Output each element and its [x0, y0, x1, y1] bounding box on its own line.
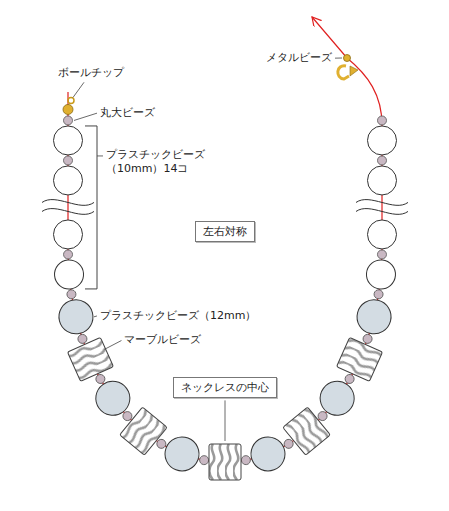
necklace-string — [68, 17, 382, 462]
plastic-bead-10mm — [54, 220, 83, 249]
seed-bead — [77, 333, 88, 344]
plastic-bead-12mm — [160, 432, 204, 476]
leader-line — [225, 400, 226, 441]
plastic-bead-12mm — [246, 432, 290, 476]
part-label: ボールチップ — [58, 66, 124, 80]
bracket — [85, 126, 97, 289]
leader-line — [335, 58, 342, 59]
break-mark — [356, 200, 408, 206]
part-label: 丸大ビーズ — [100, 106, 155, 120]
seed-bead — [377, 250, 386, 259]
marble-bead — [337, 337, 383, 381]
leader-line — [97, 155, 103, 156]
plastic-bead-10mm — [368, 220, 397, 249]
part-label: プラスチックビーズ（12mm） — [100, 309, 256, 323]
break-mark — [42, 200, 94, 206]
seed-bead — [378, 116, 387, 125]
marble-bead — [209, 444, 241, 480]
plastic-bead-10mm — [368, 166, 397, 195]
guide-path — [68, 80, 225, 462]
note-box: 左右対称 — [195, 221, 255, 242]
seed-bead — [63, 250, 72, 259]
plastic-bead-10mm — [54, 166, 83, 195]
plastic-bead-10mm — [368, 126, 397, 155]
seed-bead — [362, 333, 373, 344]
plastic-bead-12mm — [89, 375, 136, 422]
plastic-bead-10mm — [365, 259, 396, 290]
leader-line — [74, 113, 97, 120]
plastic-bead-12mm — [55, 296, 96, 337]
plastic-bead-10mm — [54, 126, 83, 155]
part-label: マーブルビーズ — [124, 333, 201, 347]
leader-line — [73, 82, 84, 97]
plastic-bead-12mm — [353, 296, 394, 337]
leader-lines — [73, 58, 342, 441]
beads — [53, 116, 396, 480]
note-text: ネックレスの中心 — [181, 380, 269, 395]
seed-bead — [64, 156, 73, 165]
break-mark — [42, 209, 94, 215]
break-mark — [356, 209, 408, 215]
plastic-bead-12mm — [313, 375, 360, 422]
seed-bead — [199, 455, 209, 465]
seed-bead — [373, 289, 383, 299]
part-label: プラスチックビーズ （10mm）14コ — [106, 148, 224, 177]
ball-tip — [63, 97, 74, 114]
seed-bead — [64, 116, 73, 125]
part-label: メタルビーズ — [266, 51, 332, 65]
leader-line — [104, 341, 121, 350]
seed-bead — [66, 289, 76, 299]
marble-bead — [68, 337, 114, 381]
seed-bead — [241, 455, 251, 465]
plastic-bead-10mm — [53, 259, 84, 290]
note-box: ネックレスの中心 — [173, 377, 277, 398]
seed-bead — [378, 156, 387, 165]
note-text: 左右対称 — [203, 224, 247, 239]
marble-bead — [283, 407, 331, 455]
leader-line — [94, 315, 97, 317]
marble-bead — [120, 407, 168, 455]
